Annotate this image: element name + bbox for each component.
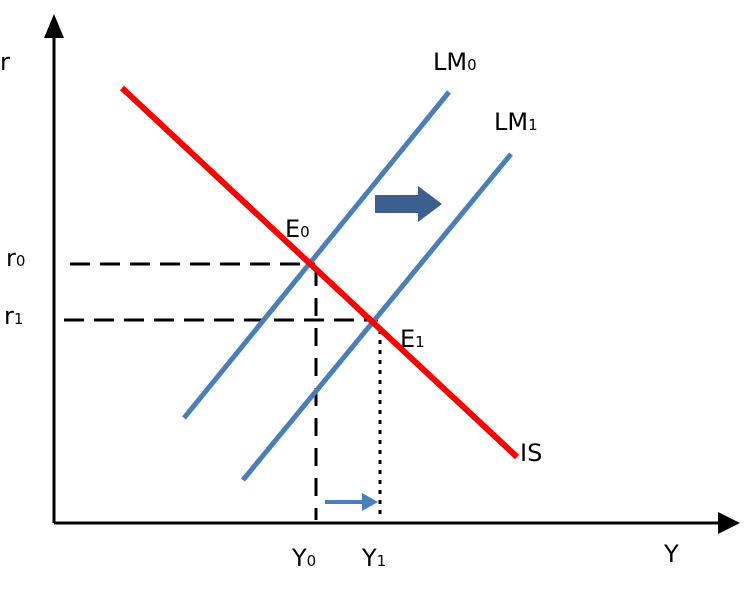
lm-shift-arrow (375, 186, 442, 222)
y1-tick-label: Y1 (361, 544, 386, 572)
lm0-curve (182, 90, 451, 420)
x-axis-arrowhead (718, 512, 740, 534)
is-label: IS (520, 439, 542, 467)
is-curve (119, 85, 520, 460)
r1-tick-label: r1 (4, 302, 23, 330)
lm1-curve (241, 152, 513, 482)
e0-label: E0 (285, 215, 310, 243)
e1-label: E1 (400, 325, 425, 353)
y-axis-arrowhead (44, 14, 64, 38)
lm0-label: LM0 (433, 48, 477, 76)
y0-tick-label: Y0 (291, 544, 316, 572)
r0-tick-label: r0 (6, 244, 25, 272)
output-increase-arrow (325, 493, 378, 511)
x-axis-label: Y (663, 540, 679, 568)
lm1-label: LM1 (494, 108, 538, 136)
y-axis-label: r (0, 48, 10, 76)
